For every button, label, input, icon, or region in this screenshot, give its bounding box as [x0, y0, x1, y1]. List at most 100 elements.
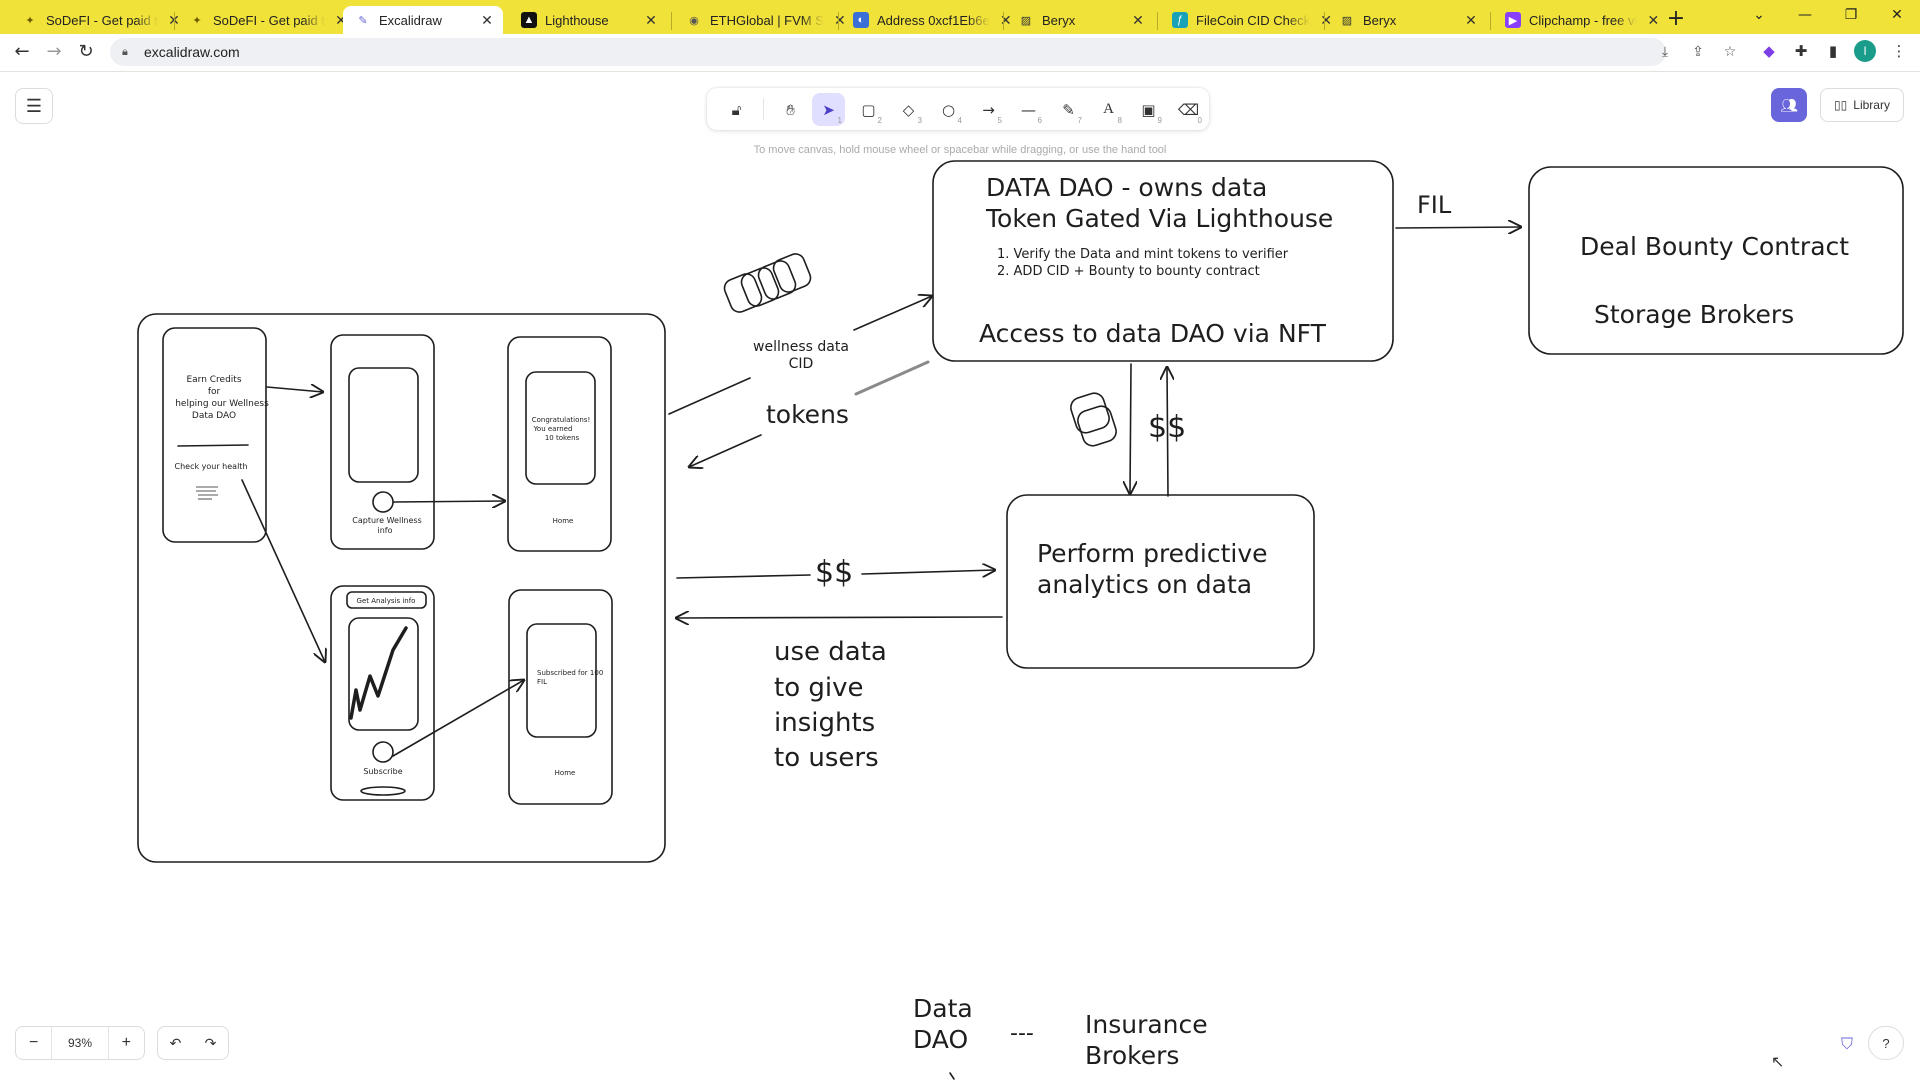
- browser-tab[interactable]: ✦SoDeFI - Get paid t✕: [177, 6, 346, 34]
- browser-tab[interactable]: ✦SoDeFI - Get paid t✕: [10, 6, 179, 34]
- profile-avatar[interactable]: I: [1854, 40, 1876, 62]
- deal-bounty-box[interactable]: [1528, 166, 1904, 355]
- browser-tab[interactable]: ▨Beryx✕: [1327, 6, 1487, 34]
- phone-screen-4[interactable]: [330, 585, 435, 801]
- address-bar[interactable]: 🔒︎ excalidraw.com: [110, 38, 1666, 66]
- draw-tool-icon[interactable]: ✎7: [1062, 100, 1082, 126]
- dollars-label-payment[interactable]: $$: [815, 555, 853, 590]
- data-dao-box[interactable]: [932, 160, 1394, 362]
- redo-icon[interactable]: ↷: [204, 1034, 217, 1051]
- tab-close-icon[interactable]: ✕: [1132, 12, 1144, 28]
- forward-icon[interactable]: →: [46, 41, 62, 62]
- arrow-analytics-to-mockup[interactable]: [676, 617, 1003, 618]
- arrow-tokens-to-mockup[interactable]: [689, 434, 762, 467]
- close-window-icon[interactable]: ✕: [1891, 7, 1903, 23]
- tab-close-icon[interactable]: ✕: [335, 12, 347, 28]
- install-app-icon[interactable]: ⤓: [1661, 44, 1669, 60]
- share-icon[interactable]: ⇪: [1692, 44, 1704, 60]
- drawing-canvas[interactable]: DATA DAO - owns data Token Gated Via Lig…: [0, 72, 1920, 1080]
- wellness-label-2[interactable]: CID: [789, 356, 814, 372]
- tab-close-icon[interactable]: ✕: [1465, 12, 1477, 28]
- insights-line-4[interactable]: to users: [774, 743, 879, 773]
- arrow-wellness-to-dao[interactable]: [853, 296, 932, 331]
- predictive-analytics-box[interactable]: [1006, 494, 1315, 669]
- shield-check-icon[interactable]: ⛉: [1840, 1034, 1853, 1053]
- bottom-brokers-label[interactable]: Brokers: [1085, 1041, 1179, 1070]
- analytics-line-1[interactable]: Perform predictive: [1037, 539, 1268, 568]
- ellipse-tool-icon[interactable]: ○4: [941, 100, 962, 126]
- insights-line-3[interactable]: insights: [774, 708, 875, 738]
- help-icon[interactable]: ?: [1868, 1026, 1904, 1060]
- fil-label[interactable]: FIL: [1417, 191, 1452, 219]
- tab-close-icon[interactable]: ✕: [481, 12, 493, 28]
- undo-icon[interactable]: ↶: [169, 1034, 182, 1051]
- phone-screen-3[interactable]: [507, 336, 612, 552]
- tab-close-icon[interactable]: ✕: [999, 12, 1012, 28]
- zoom-out-button[interactable]: −: [29, 1034, 39, 1051]
- url-text[interactable]: excalidraw.com: [144, 44, 240, 60]
- zoom-level[interactable]: 93%: [51, 1026, 109, 1060]
- bookmark-star-icon[interactable]: ☆: [1723, 44, 1737, 60]
- browser-tab[interactable]: ◐Address 0xcf1Eb6e✕: [841, 6, 1012, 34]
- lock-tool-icon[interactable]: 🔓︎: [731, 100, 742, 119]
- arrow-dao-to-bounty[interactable]: [1395, 227, 1521, 228]
- bounty-line-2[interactable]: Storage Brokers: [1594, 300, 1794, 329]
- tokens-label[interactable]: tokens: [766, 400, 849, 429]
- wellness-label-1[interactable]: wellness data: [753, 339, 849, 355]
- tab-close-icon[interactable]: ✕: [1320, 12, 1333, 28]
- dao-access-text[interactable]: Access to data DAO via NFT: [979, 319, 1327, 348]
- selection-tool-icon[interactable]: ➤1: [812, 93, 845, 126]
- phone-screen-1[interactable]: [162, 327, 267, 543]
- live-collaboration-button[interactable]: 👥︎: [1771, 88, 1807, 122]
- image-tool-icon[interactable]: ▣9: [1141, 100, 1162, 126]
- browser-tab[interactable]: ▲Lighthouse✕: [509, 6, 667, 34]
- tab-search-icon[interactable]: ⌄: [1753, 7, 1765, 23]
- arrow-phone4-to-phone5[interactable]: [392, 680, 524, 757]
- line-tool-icon[interactable]: —6: [1021, 100, 1042, 126]
- metamask-extension-icon[interactable]: ◆: [1763, 42, 1775, 60]
- bottom-data-label[interactable]: Data: [913, 994, 973, 1023]
- browser-tab[interactable]: ◉ETHGlobal | FVM S✕: [674, 6, 846, 34]
- phone-screen-5[interactable]: [508, 589, 613, 805]
- insights-line-2[interactable]: to give: [774, 673, 863, 703]
- arrow-phone1-to-phone2[interactable]: [266, 387, 323, 392]
- tab-close-icon[interactable]: ✕: [1647, 12, 1660, 28]
- dao-title-line-2[interactable]: Token Gated Via Lighthouse: [985, 204, 1333, 233]
- library-button[interactable]: ▯▯ Library: [1820, 88, 1904, 122]
- reload-icon[interactable]: ↻: [78, 41, 94, 62]
- hand-tool-icon[interactable]: ✋︎: [786, 100, 795, 119]
- arrow-analytics-to-dao[interactable]: [1167, 367, 1168, 497]
- dao-step-1[interactable]: 1. Verify the Data and mint tokens to ve…: [997, 247, 1289, 262]
- new-tab-button[interactable]: +: [1666, 6, 1686, 31]
- rectangle-tool-icon[interactable]: ▢2: [861, 100, 882, 126]
- dollars-label-dao[interactable]: $$: [1148, 410, 1186, 445]
- tab-close-icon[interactable]: ✕: [166, 12, 182, 28]
- maximize-icon[interactable]: ❐: [1844, 7, 1858, 23]
- phone-screen-2[interactable]: [330, 334, 435, 550]
- insights-line-1[interactable]: use data: [774, 637, 887, 667]
- lock-icon[interactable]: 🔒︎: [122, 45, 128, 58]
- dao-title-line-1[interactable]: DATA DAO - owns data: [986, 173, 1267, 202]
- bottom-insurance-label[interactable]: Insurance: [1085, 1010, 1208, 1039]
- tab-close-icon[interactable]: ✕: [645, 12, 657, 28]
- arrow-payment-to-analytics[interactable]: [861, 570, 995, 574]
- back-icon[interactable]: ←: [14, 41, 30, 62]
- arrow-phone1-to-phone4[interactable]: [241, 479, 325, 662]
- browser-tab[interactable]: ▨Beryx✕: [1006, 6, 1154, 34]
- analytics-line-2[interactable]: analytics on data: [1037, 570, 1252, 599]
- browser-tab[interactable]: ✎Excalidraw✕: [343, 6, 503, 34]
- browser-menu-icon[interactable]: ⋮: [1891, 42, 1907, 60]
- arrow-dao-to-analytics[interactable]: [1130, 363, 1131, 494]
- diamond-tool-icon[interactable]: ◇3: [902, 100, 922, 126]
- app-mockup-frame[interactable]: [137, 313, 666, 863]
- arrow-tool-icon[interactable]: →5: [982, 100, 1002, 126]
- side-panel-icon[interactable]: ▮: [1828, 42, 1838, 60]
- zoom-in-button[interactable]: +: [121, 1034, 131, 1051]
- extensions-puzzle-icon[interactable]: ✚: [1794, 42, 1808, 60]
- main-menu-icon[interactable]: ☰: [15, 88, 53, 124]
- capture-button[interactable]: [372, 491, 394, 513]
- bottom-dao-label[interactable]: DAO: [913, 1025, 968, 1054]
- tab-close-icon[interactable]: ✕: [834, 12, 846, 28]
